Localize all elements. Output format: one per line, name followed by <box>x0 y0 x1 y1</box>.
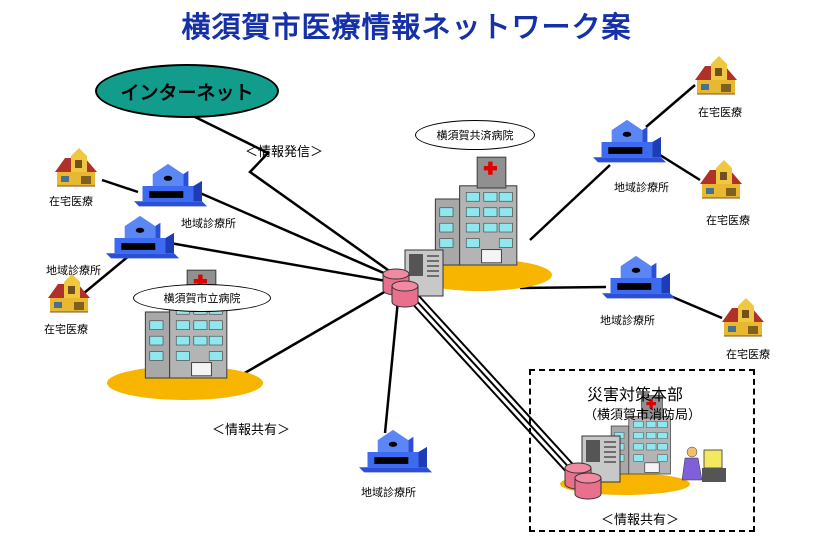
link-home-right-mid <box>659 153 701 182</box>
clinic-right-mid-icon <box>602 255 676 299</box>
home-right-mid-icon <box>699 159 743 199</box>
home-right-top-label: 在宅医療 <box>698 106 742 119</box>
link-clinic-left-mid <box>169 241 393 284</box>
internet-node: インターネット <box>95 64 279 118</box>
disaster-hq-title: 災害対策本部 <box>587 385 684 404</box>
link-disaster-hq <box>408 295 581 477</box>
kyosai-hospital-label: 横須賀共済病院 <box>415 120 535 150</box>
info-share-hq-label: ＜情報共有＞ <box>601 513 680 528</box>
link-home-right-top <box>645 84 696 128</box>
kyosai-base <box>408 259 552 291</box>
link-city-hospital <box>242 285 394 376</box>
home-right-top-icon <box>694 55 738 95</box>
link-internet <box>184 110 396 277</box>
link-clinic-right-mid <box>519 285 607 290</box>
link-home-right-bottom <box>667 293 723 320</box>
clinic-left-top-label: 地域診療所 <box>181 217 236 230</box>
link-clinic-bottom <box>383 299 400 434</box>
link-home-left-top <box>101 178 139 194</box>
info-share-left-label: ＜情報共有＞ <box>212 423 291 438</box>
clinic-left-top-icon <box>134 163 208 207</box>
central-database-2 <box>391 280 419 308</box>
network-links <box>77 84 723 434</box>
home-left-bottom-label: 在宅医療 <box>44 323 88 336</box>
home-right-mid-label: 在宅医療 <box>706 214 750 227</box>
page-title: 横須賀市医療情報ネットワーク案 <box>181 10 632 44</box>
home-left-top-label: 在宅医療 <box>49 195 93 208</box>
kyosai-hospital-building <box>434 156 518 266</box>
disaster-hq-box <box>529 369 755 532</box>
city-hospital-label: 横須賀市立病院 <box>133 284 271 312</box>
home-right-bottom-label: 在宅医療 <box>726 348 770 361</box>
clinic-bottom-icon <box>359 429 433 473</box>
link-home-left-bottom <box>77 254 131 299</box>
operator-icon <box>681 446 726 482</box>
link-kyosai-clinic-right-top <box>529 164 611 241</box>
clinic-right-top-icon <box>593 119 667 163</box>
home-left-top-icon <box>54 147 98 187</box>
link-clinic-left-top <box>199 191 394 279</box>
home-left-bottom-icon <box>47 273 91 313</box>
clinic-right-top-label: 地域診療所 <box>614 181 669 194</box>
clinic-left-mid-icon <box>106 215 180 259</box>
clinic-right-mid-label: 地域診療所 <box>600 314 655 327</box>
clinic-bottom-label: 地域診療所 <box>361 486 416 499</box>
clinic-left-mid-label: 地域診療所 <box>46 264 101 277</box>
disaster-hq-subtitle: （横須賀市消防局） <box>584 408 702 423</box>
home-right-bottom-icon <box>721 297 765 337</box>
info-send-label: ＜情報発信＞ <box>245 145 324 160</box>
